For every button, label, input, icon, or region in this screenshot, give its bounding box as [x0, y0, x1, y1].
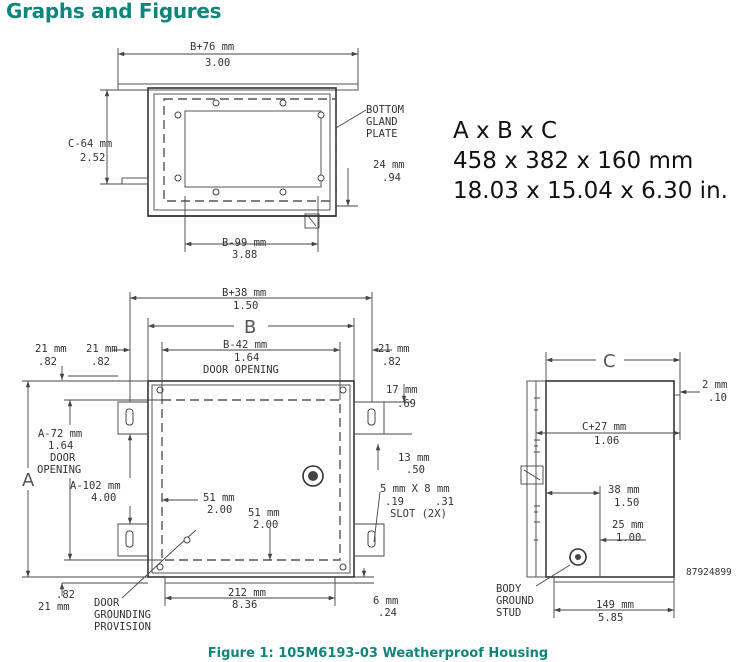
- left-offset2-mm-label: 21 mm: [86, 343, 118, 355]
- a72-mm-label: A-72 mm: [38, 428, 82, 440]
- bottom-offset-mm-label: 21 mm: [38, 601, 70, 613]
- hole-in-label: .50: [406, 464, 425, 476]
- bottom-width-mm-label: B-99 mm: [222, 237, 266, 249]
- side-view-body: [545, 380, 675, 578]
- top-width-mm-label: B+76 mm: [190, 41, 234, 53]
- top-view-body: [147, 87, 337, 217]
- a72-door-label: DOOR: [50, 452, 76, 464]
- flange-in-label: .94: [382, 172, 401, 184]
- d51b-mm-label: 51 mm: [248, 507, 280, 519]
- left-offset-in-label: .82: [38, 356, 57, 368]
- dimension-formula: A x B x C: [453, 118, 558, 144]
- bottom-width-in-label: 3.88: [232, 249, 257, 261]
- d6-mm-label: 6 mm: [373, 595, 398, 607]
- flange-mm-label: 24 mm: [373, 159, 405, 171]
- top-view-flange: [117, 83, 359, 91]
- left-offset2-in-label: .82: [91, 356, 110, 368]
- right-offset-in-label: .82: [382, 356, 401, 368]
- c27-in-label: 1.06: [594, 435, 619, 447]
- a-dimension-letter: A: [22, 470, 35, 491]
- b38-in-label: 1.50: [233, 300, 258, 312]
- a102-mm-label: A-102 mm: [70, 480, 121, 492]
- grounding-label-line1: DOOR: [94, 597, 120, 609]
- left-offset-mm-label: 21 mm: [35, 343, 67, 355]
- a102-in-label: 4.00: [91, 492, 116, 504]
- door-latch-knob: [302, 465, 324, 487]
- slot-mm-label: 5 mm X 8 mm: [380, 483, 450, 495]
- stud-label-line1: BODY: [496, 583, 522, 595]
- dimensions-mm: 458 x 382 x 160 mm: [453, 148, 694, 174]
- c27-mm-label: C+27 mm: [582, 421, 626, 433]
- tab-in-label: .69: [397, 398, 416, 410]
- section-heading: Graphs and Figures: [6, 0, 222, 23]
- dimensions-inches: 18.03 x 15.04 x 6.30 in.: [453, 178, 728, 204]
- a72-opening-label: OPENING: [37, 464, 81, 476]
- d6-in-label: .24: [378, 607, 397, 619]
- right-offset-mm-label: 21 mm: [378, 343, 410, 355]
- top-view: B+76 mm 3.00 C-64 mm 2.52 BOTTOM GLAND P…: [68, 41, 405, 261]
- b38-mm-label: B+38 mm: [222, 287, 266, 299]
- stud-label-line3: STUD: [496, 607, 521, 619]
- d51a-in-label: 2.00: [207, 504, 232, 516]
- top-view-latch: [304, 213, 320, 229]
- hole-mm-label: 13 mm: [398, 452, 430, 464]
- slot-in2-label: .31: [435, 496, 454, 508]
- b42-in-label: 1.64: [234, 352, 259, 364]
- grounding-label-line3: PROVISION: [94, 621, 151, 633]
- gland-bolt-holes: [174, 99, 325, 196]
- d149-in-label: 5.85: [598, 612, 623, 624]
- gland-label-line3: PLATE: [366, 128, 398, 140]
- depth-mm-label: C-64 mm: [68, 138, 112, 150]
- c-dimension-letter: C: [603, 351, 616, 372]
- gland-label-line2: GLAND: [366, 116, 398, 128]
- bottom-offset-in-label: .82: [56, 589, 75, 601]
- side-view-latch: [520, 465, 544, 485]
- slot-in1-label: .19: [385, 496, 404, 508]
- top-width-in-label: 3.00: [205, 57, 230, 69]
- d51b-in-label: 2.00: [253, 519, 278, 531]
- gland-label-line1: BOTTOM: [366, 104, 404, 116]
- a72-in-label: 1.64: [48, 440, 73, 452]
- side-view: C 2 mm .10 C+27 mm 1.06 38 mm 1.50 25 mm…: [496, 351, 732, 624]
- b-dimension-letter: B: [244, 317, 256, 338]
- front-base-plate: [164, 576, 336, 584]
- front-view: B+38 mm 1.50 B B-42 mm 1.64 DOOR OPENING…: [22, 287, 454, 633]
- mounting-tabs: [117, 401, 385, 557]
- slot-count-label: SLOT (2X): [390, 508, 447, 520]
- door-opening-outline: [161, 399, 341, 561]
- side-view-gasket-marks: [534, 397, 540, 541]
- tab-mm-label: 17 mm: [386, 384, 418, 396]
- d38-mm-label: 38 mm: [608, 484, 640, 496]
- depth-in-label: 2.52: [80, 152, 105, 164]
- stud-label-line2: GROUND: [496, 595, 534, 607]
- d212-in-label: 8.36: [232, 599, 257, 611]
- d212-mm-label: 212 mm: [228, 587, 266, 599]
- d38-in-label: 1.50: [614, 497, 639, 509]
- d149-mm-label: 149 mm: [596, 599, 634, 611]
- figure-caption: Figure 1: 105M6193-03 Weatherproof Housi…: [207, 646, 549, 661]
- d51a-mm-label: 51 mm: [203, 492, 235, 504]
- bottom-gland-plate-outline: [163, 98, 337, 202]
- body-ground-stud: [569, 548, 587, 566]
- grounding-label-line2: GROUNDING: [94, 609, 151, 621]
- side-view-door-edge: [526, 380, 547, 578]
- door-opening-label: DOOR OPENING: [203, 364, 279, 376]
- drawing-number: 87924899: [686, 567, 732, 578]
- d25-in-label: 1.00: [616, 532, 641, 544]
- d2-mm-label: 2 mm: [702, 379, 727, 391]
- d2-in-label: .10: [708, 392, 727, 404]
- b42-mm-label: B-42 mm: [223, 339, 267, 351]
- d25-mm-label: 25 mm: [612, 519, 644, 531]
